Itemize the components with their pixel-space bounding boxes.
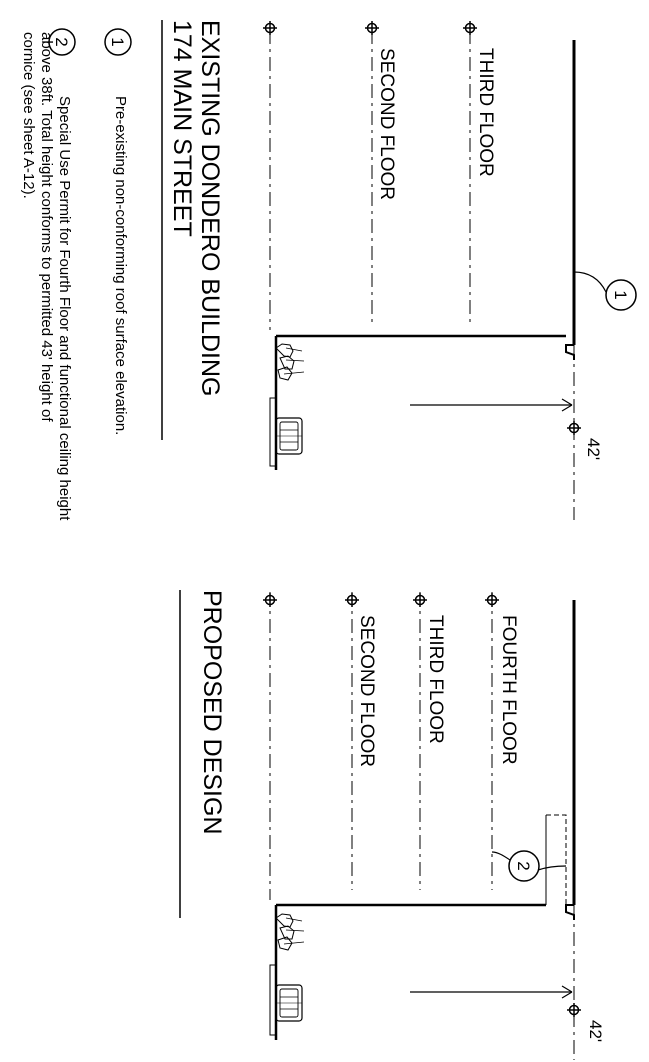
proposed-callout-circle: [508, 850, 540, 882]
proposed-third-floor-marker: [412, 592, 428, 608]
note-1-number: 1: [108, 37, 127, 46]
note-1-text: Pre-existing non-conforming roof surface…: [112, 96, 129, 435]
proposed-car: [275, 984, 303, 1022]
existing-elevation: THIRD FLOOR SECOND FLOOR 1 42': [262, 20, 637, 520]
proposed-ground-marker: [262, 592, 278, 608]
note-2-text-line3: cornice (see sheet A-12).: [20, 32, 37, 199]
existing-top-marker: [566, 420, 582, 436]
note-2-circle: [48, 28, 76, 56]
proposed-fourth-floor-label: FOURTH FLOOR: [498, 615, 519, 765]
note-2-number: 2: [52, 37, 71, 46]
existing-title-block: EXISTING DONDERO BUILDING 174 MAIN STREE…: [161, 20, 224, 440]
proposed-fourth-floor-setback: [546, 814, 567, 905]
existing-third-floor-label: THIRD FLOOR: [475, 48, 496, 177]
existing-people-figures: [275, 343, 305, 381]
note-2-text-line1: Special Use Permit for Fourth Floor and …: [56, 96, 73, 521]
proposed-title-block: PROPOSED DESIGN: [179, 590, 226, 918]
proposed-second-floor-marker: [344, 592, 360, 608]
existing-height-label: 42': [584, 438, 603, 460]
proposed-second-floor-label: SECOND FLOOR: [356, 615, 377, 767]
existing-callout-leader: [573, 271, 607, 293]
proposed-fourth-floor-marker: [484, 592, 500, 608]
proposed-callout-number: 2: [514, 861, 533, 870]
proposed-top-marker: [566, 1002, 582, 1018]
existing-second-floor-marker: [364, 20, 380, 36]
existing-title-line1: EXISTING DONDERO BUILDING: [196, 20, 224, 396]
existing-ground-marker: [262, 20, 278, 36]
existing-cornice: [565, 344, 575, 360]
existing-callout-number: 1: [611, 290, 630, 299]
proposed-callout-leader: [491, 851, 511, 861]
proposed-title: PROPOSED DESIGN: [198, 590, 226, 835]
existing-third-floor-marker: [462, 20, 478, 36]
proposed-cornice: [565, 904, 575, 920]
note-1-circle: [104, 28, 132, 56]
existing-second-floor-label: SECOND FLOOR: [376, 48, 397, 200]
note-2-text-line2: above 38ft. Total height conforms to per…: [38, 32, 55, 422]
existing-title-line2: 174 MAIN STREET: [168, 20, 196, 237]
proposed-height-label: 42': [586, 1020, 605, 1042]
notes-block: 1 Pre-existing non-conforming roof surfa…: [20, 28, 132, 521]
proposed-third-floor-label: THIRD FLOOR: [425, 615, 446, 744]
proposed-elevation: FOURTH FLOOR THIRD FLOOR SECOND FLOOR 2 …: [262, 592, 605, 1060]
existing-car: [275, 417, 303, 455]
proposed-people-figures: [275, 913, 305, 951]
existing-callout-circle: [605, 279, 637, 311]
